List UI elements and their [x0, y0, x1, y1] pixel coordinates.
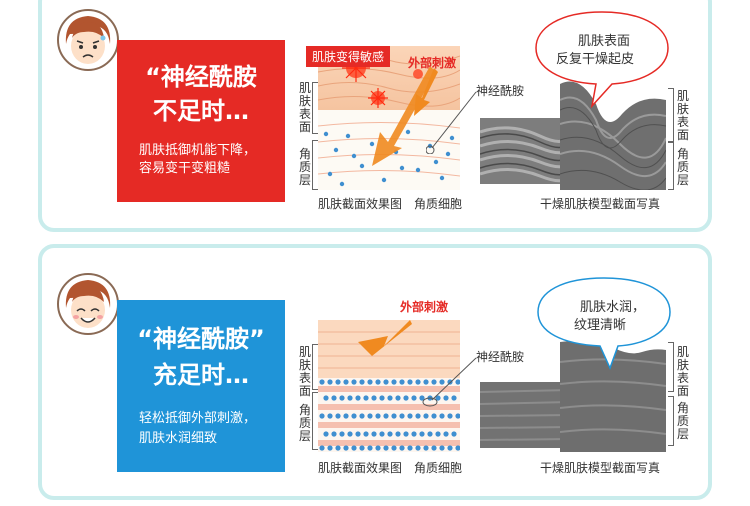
desc-line2: 肌肤水润细致	[139, 431, 218, 446]
ceramide-label: 神经酰胺	[476, 350, 525, 364]
cross-section-label: 肌肤截面效果图	[318, 461, 403, 475]
skin-surface-bracket	[312, 82, 318, 134]
desc-line1: 肌肤抵御机能下降，	[139, 143, 257, 158]
micro-photo-zoom	[479, 382, 571, 448]
bubble-line1: 肌肤表面	[578, 34, 631, 49]
skin-surface-bracket	[312, 344, 318, 390]
skin-surface-label: 肌肤表面	[298, 81, 311, 134]
sad-face-icon	[56, 8, 120, 72]
photo-surface-label: 肌肤表面	[676, 345, 689, 398]
ceramide-pointer	[425, 90, 480, 158]
sufficient-message-box: “神经酰胺” 充足时… 轻松抵御外部刺激， 肌肤水润细致	[117, 300, 285, 472]
stratum-label: 角质层	[298, 147, 311, 187]
photo-surface-bracket	[668, 342, 674, 392]
desc-line1: 轻松抵御外部刺激，	[139, 411, 257, 426]
title-line1: “神经酰胺	[145, 63, 257, 91]
photo-stratum-bracket	[668, 142, 674, 190]
title-line2: 充足时…	[153, 361, 249, 389]
bubble-line1: 肌肤水润，	[580, 300, 646, 315]
title-line2: 不足时…	[153, 97, 249, 125]
insufficient-message-box: “神经酰胺 不足时… 肌肤抵御机能下降， 容易变干变粗糙	[117, 40, 285, 202]
external-stimulus-label: 外部刺激	[408, 56, 457, 70]
stratum-label: 角质层	[298, 403, 311, 443]
photo-stratum-bracket	[668, 396, 674, 446]
skin-surface-label: 肌肤表面	[298, 345, 311, 398]
corneocyte-label: 角质细胞	[414, 197, 463, 211]
photo-caption: 干燥肌肤模型截面写真	[540, 197, 661, 211]
happy-face-icon	[56, 272, 120, 336]
external-stimulus-label: 外部刺激	[400, 300, 449, 314]
stratum-bracket	[312, 392, 318, 450]
ceramide-pointer	[422, 356, 480, 412]
bubble-line2: 纹理清晰	[574, 318, 627, 333]
photo-caption: 干燥肌肤模型截面写真	[540, 461, 661, 475]
photo-surface-label: 肌肤表面	[676, 89, 689, 142]
title-line1: “神经酰胺”	[137, 325, 265, 353]
corneocyte-label: 角质细胞	[414, 461, 463, 475]
micro-photo-zoom	[479, 118, 572, 184]
photo-surface-bracket	[668, 88, 674, 142]
deflect-arrow-icon	[354, 318, 414, 362]
desc-line2: 容易变干变粗糙	[139, 161, 231, 176]
speech-bubble-icon	[532, 8, 672, 109]
sensitive-tag: 肌肤变得敏感	[306, 46, 391, 67]
photo-stratum-label: 角质层	[676, 147, 689, 187]
cross-section-label: 肌肤截面效果图	[318, 197, 403, 211]
ceramide-label: 神经酰胺	[476, 84, 525, 98]
arrow-icon	[412, 68, 442, 122]
healthy-skin-illustration	[318, 320, 461, 452]
bubble-line2: 反复干燥起皮	[556, 52, 635, 67]
speech-bubble-icon	[534, 274, 674, 370]
photo-stratum-label: 角质层	[676, 401, 689, 441]
stratum-bracket	[312, 140, 318, 190]
